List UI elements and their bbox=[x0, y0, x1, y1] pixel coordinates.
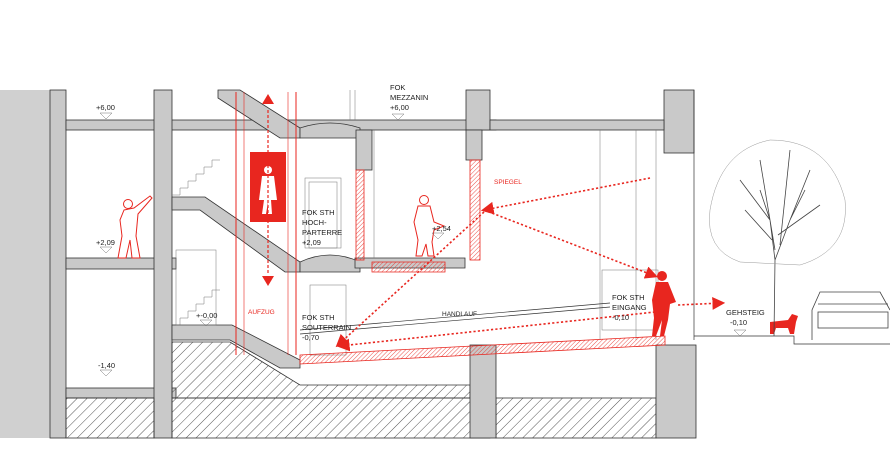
person-outline-left-icon bbox=[117, 195, 153, 259]
level-marker-600 bbox=[99, 112, 113, 120]
level-marker-000 bbox=[199, 319, 213, 327]
column-left-1 bbox=[153, 89, 173, 439]
sightline-5 bbox=[677, 297, 726, 310]
label-level-600: +6,00 bbox=[96, 103, 115, 112]
level-marker-254 bbox=[431, 232, 445, 240]
column-mid bbox=[465, 89, 491, 131]
door-hp-inner bbox=[308, 181, 338, 249]
hatch-left bbox=[65, 397, 155, 439]
landing-arch bbox=[299, 254, 361, 273]
label-spiegel: SPIEGEL bbox=[494, 179, 522, 186]
arch-upper bbox=[299, 122, 361, 139]
sightline-2 bbox=[483, 209, 658, 279]
column-right-base bbox=[655, 344, 697, 439]
tree-icon bbox=[709, 139, 846, 337]
person-outline-mid-icon bbox=[413, 195, 446, 257]
red-wall-hp bbox=[355, 169, 365, 261]
elevator-arrow-down-icon bbox=[262, 276, 274, 286]
sightline-1 bbox=[480, 177, 651, 215]
person-filled-icon bbox=[652, 271, 676, 336]
car-icon bbox=[811, 291, 890, 340]
column-mid-base bbox=[469, 344, 497, 439]
label-level-000: +-0,00 bbox=[196, 311, 217, 320]
mirror-wall bbox=[469, 159, 481, 261]
slab-right bbox=[489, 119, 665, 131]
label-level-140: -1,40 bbox=[98, 361, 115, 370]
level-marker-mezz bbox=[391, 113, 405, 121]
label-fok-mezz-3: +6,00 bbox=[390, 103, 409, 112]
dog-icon bbox=[770, 314, 798, 334]
label-fok-eing-1: FOK STH bbox=[612, 293, 645, 302]
label-fok-eing-3: -0,10 bbox=[612, 313, 629, 322]
label-fok-sout-1: FOK STH bbox=[302, 313, 335, 322]
label-fok-hp-4: +2,09 bbox=[302, 238, 321, 247]
label-fok-hp-3: PARTERRE bbox=[302, 228, 342, 237]
red-step bbox=[371, 261, 446, 273]
handlauf-line bbox=[299, 302, 611, 331]
level-marker-gehsteig bbox=[733, 329, 747, 337]
stair-lower bbox=[171, 324, 301, 369]
sightline-4 bbox=[336, 311, 656, 352]
elevator-arrow-up-icon bbox=[262, 94, 274, 104]
label-level-209: +2,09 bbox=[96, 238, 115, 247]
hatch-right bbox=[495, 397, 657, 439]
label-gehsteig-2: -0,10 bbox=[730, 318, 747, 327]
label-fok-hp-1: FOK STH bbox=[302, 208, 335, 217]
label-fok-hp-2: HOCH- bbox=[302, 218, 327, 227]
party-wall bbox=[49, 89, 67, 439]
label-fok-mezz-1: FOK bbox=[390, 83, 405, 92]
level-marker-209 bbox=[99, 246, 113, 254]
neighbour-wall bbox=[0, 90, 50, 438]
level-marker-140 bbox=[99, 369, 113, 377]
label-gehsteig-1: GEHSTEIG bbox=[726, 308, 765, 317]
label-fok-mezz-2: MEZZANIN bbox=[390, 93, 428, 102]
sightline-3 bbox=[335, 211, 485, 348]
column-right bbox=[663, 89, 695, 154]
label-fok-sout-2: SOUTERRAIN bbox=[302, 323, 351, 332]
door-left bbox=[175, 249, 217, 326]
stair-treads-upper bbox=[172, 159, 220, 326]
ramp bbox=[299, 335, 666, 365]
label-fok-sout-3: -0,70 bbox=[302, 333, 319, 342]
hatch-mid bbox=[171, 397, 491, 439]
handlauf-line-2 bbox=[299, 306, 611, 335]
label-aufzug: AUFZUG bbox=[248, 309, 275, 316]
column-mid-2 bbox=[465, 129, 483, 161]
street-ground bbox=[694, 335, 890, 345]
column-centre bbox=[355, 129, 373, 171]
label-fok-eing-2: EINGANG bbox=[612, 303, 647, 312]
label-handlauf: HANDLAUF bbox=[442, 311, 477, 318]
label-level-254: +2,54 bbox=[432, 224, 451, 233]
